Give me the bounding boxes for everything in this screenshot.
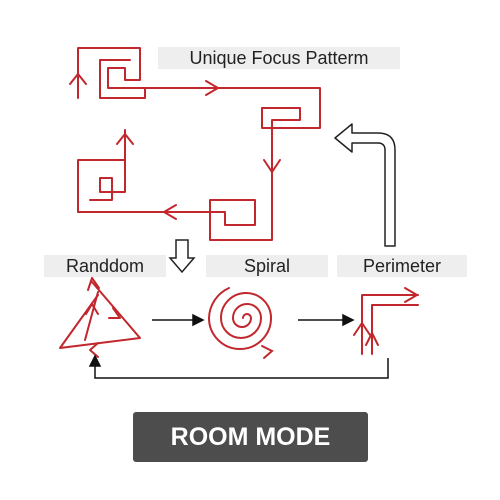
flow-arrows bbox=[152, 313, 355, 327]
perimeter-pattern-path bbox=[353, 287, 419, 355]
focus-pattern-label: Unique Focus Patterm bbox=[158, 47, 400, 69]
perimeter-return-arrow bbox=[334, 123, 396, 247]
spiral-label: Spiral bbox=[206, 255, 328, 277]
focus-arrowheads bbox=[69, 72, 281, 220]
spiral-pattern-path bbox=[207, 287, 274, 359]
focus-pattern-path bbox=[77, 47, 321, 241]
random-label: Randdom bbox=[44, 255, 166, 277]
down-arrow-icon bbox=[168, 239, 196, 274]
return-line bbox=[88, 354, 389, 379]
room-mode-button[interactable]: ROOM MODE bbox=[133, 412, 368, 462]
random-pattern-path bbox=[59, 277, 141, 358]
perimeter-label: Perimeter bbox=[337, 255, 467, 277]
